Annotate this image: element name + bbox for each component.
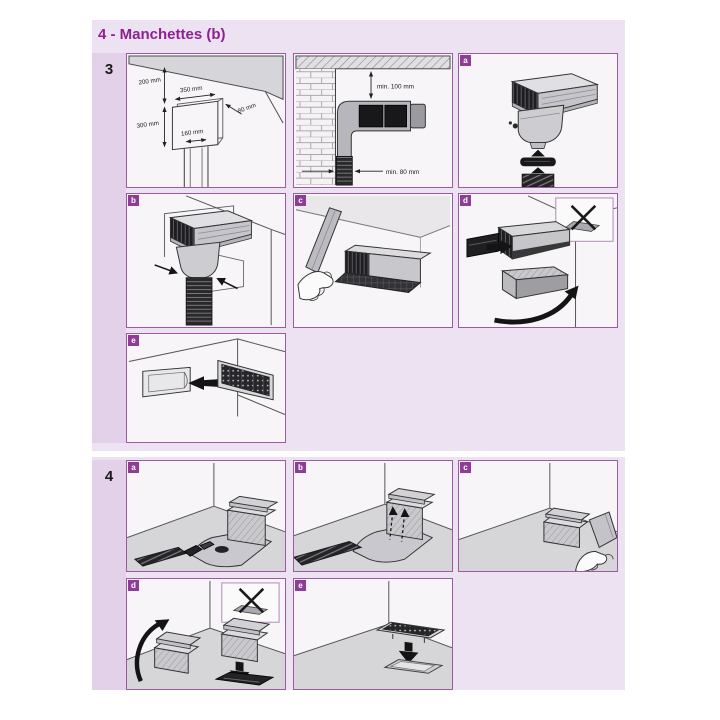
panel-badge: a <box>128 462 139 473</box>
panel-badge: e <box>295 580 306 591</box>
duct-piece <box>521 173 555 187</box>
hand <box>297 271 334 301</box>
dim-350-label: 350 mm <box>180 85 203 95</box>
panel-badge: d <box>460 195 471 206</box>
insert-plate-illustration <box>295 195 451 301</box>
floor-unit-parts-illustration <box>127 462 285 571</box>
rotate-floor-unit-illustration <box>127 580 285 689</box>
section-divider <box>92 451 625 457</box>
duct-clearance-illustration: min. 100 mm min. 80 mm <box>295 55 451 186</box>
panel-badge: a <box>460 55 471 66</box>
dim-80-label: 80 mm <box>237 102 257 115</box>
page: 4 - Manchettes (b) 3 200 mm 300 mm <box>92 20 625 690</box>
step-number-4: 4 <box>104 468 114 485</box>
panel-4-b: b <box>293 460 453 572</box>
flexible-duct <box>335 155 353 186</box>
panel-3-e: e <box>126 333 286 443</box>
panel-badge: c <box>460 462 471 473</box>
rotate-arrow <box>494 293 574 325</box>
wall-recess-dimensions-illustration: 200 mm 300 mm 350 mm 160 mm 80 mm <box>128 55 284 187</box>
down-arrow <box>398 650 419 664</box>
page-title: 4 - Manchettes (b) <box>98 26 226 43</box>
slide-arrow <box>486 240 513 255</box>
panel-4-e: e <box>293 578 453 690</box>
duct-adapter <box>183 545 203 557</box>
panel-4-c: c <box>458 460 618 572</box>
sliding-plate <box>466 232 499 258</box>
dashed-up-arrow <box>400 508 410 517</box>
dim-160-label: 160 mm <box>181 128 204 138</box>
panel-3-a: a <box>458 53 618 188</box>
panel-4-d: d <box>126 578 286 690</box>
insert-arrow <box>188 376 220 390</box>
panel-3-b: b <box>126 193 286 328</box>
wall-opening <box>142 366 191 398</box>
hand <box>575 550 608 571</box>
min-80-label: min. 80 mm <box>386 169 420 176</box>
panel-3-dimensions: 200 mm 300 mm 350 mm 160 mm 80 mm <box>126 53 286 188</box>
up-arrow <box>531 149 545 157</box>
dim-300-label: 300 mm <box>136 120 159 130</box>
closure-plate <box>588 511 617 549</box>
dashed-up-arrow <box>388 506 398 516</box>
rotate-arrow <box>134 622 160 683</box>
panel-3-clearances: min. 100 mm min. 80 mm <box>293 53 453 188</box>
unit-assembly-illustration <box>508 73 600 187</box>
hand-plate-illustration <box>459 462 617 571</box>
cross-out-icon <box>238 587 265 614</box>
floor-grille <box>381 622 440 637</box>
vent-grille <box>221 363 270 397</box>
panel-3-d: d <box>458 193 618 328</box>
floor-grille-illustration <box>294 580 452 689</box>
flexible-duct <box>185 277 213 326</box>
step-number-3: 3 <box>104 61 114 78</box>
step-column-4: 4 <box>92 460 126 690</box>
duct-connected-illustration <box>294 462 452 571</box>
unit-mounted-illustration <box>154 195 285 326</box>
panel-badge: b <box>295 462 306 473</box>
flat-duct <box>294 541 363 566</box>
panel-badge: e <box>128 335 139 346</box>
rotate-unit-illustration <box>466 195 617 327</box>
panel-badge: c <box>295 195 306 206</box>
panel-4-a: a <box>126 460 286 572</box>
step-column-3: 3 <box>92 53 126 443</box>
panel-badge: d <box>128 580 139 591</box>
min-100-label: min. 100 mm <box>377 83 414 90</box>
panel-3-c: c <box>293 193 453 328</box>
grille-install-illustration <box>128 338 285 417</box>
up-arrow <box>531 167 545 174</box>
panel-badge: b <box>128 195 139 206</box>
cross-out-icon <box>570 204 597 231</box>
dim-200-label: 200 mm <box>138 76 161 86</box>
